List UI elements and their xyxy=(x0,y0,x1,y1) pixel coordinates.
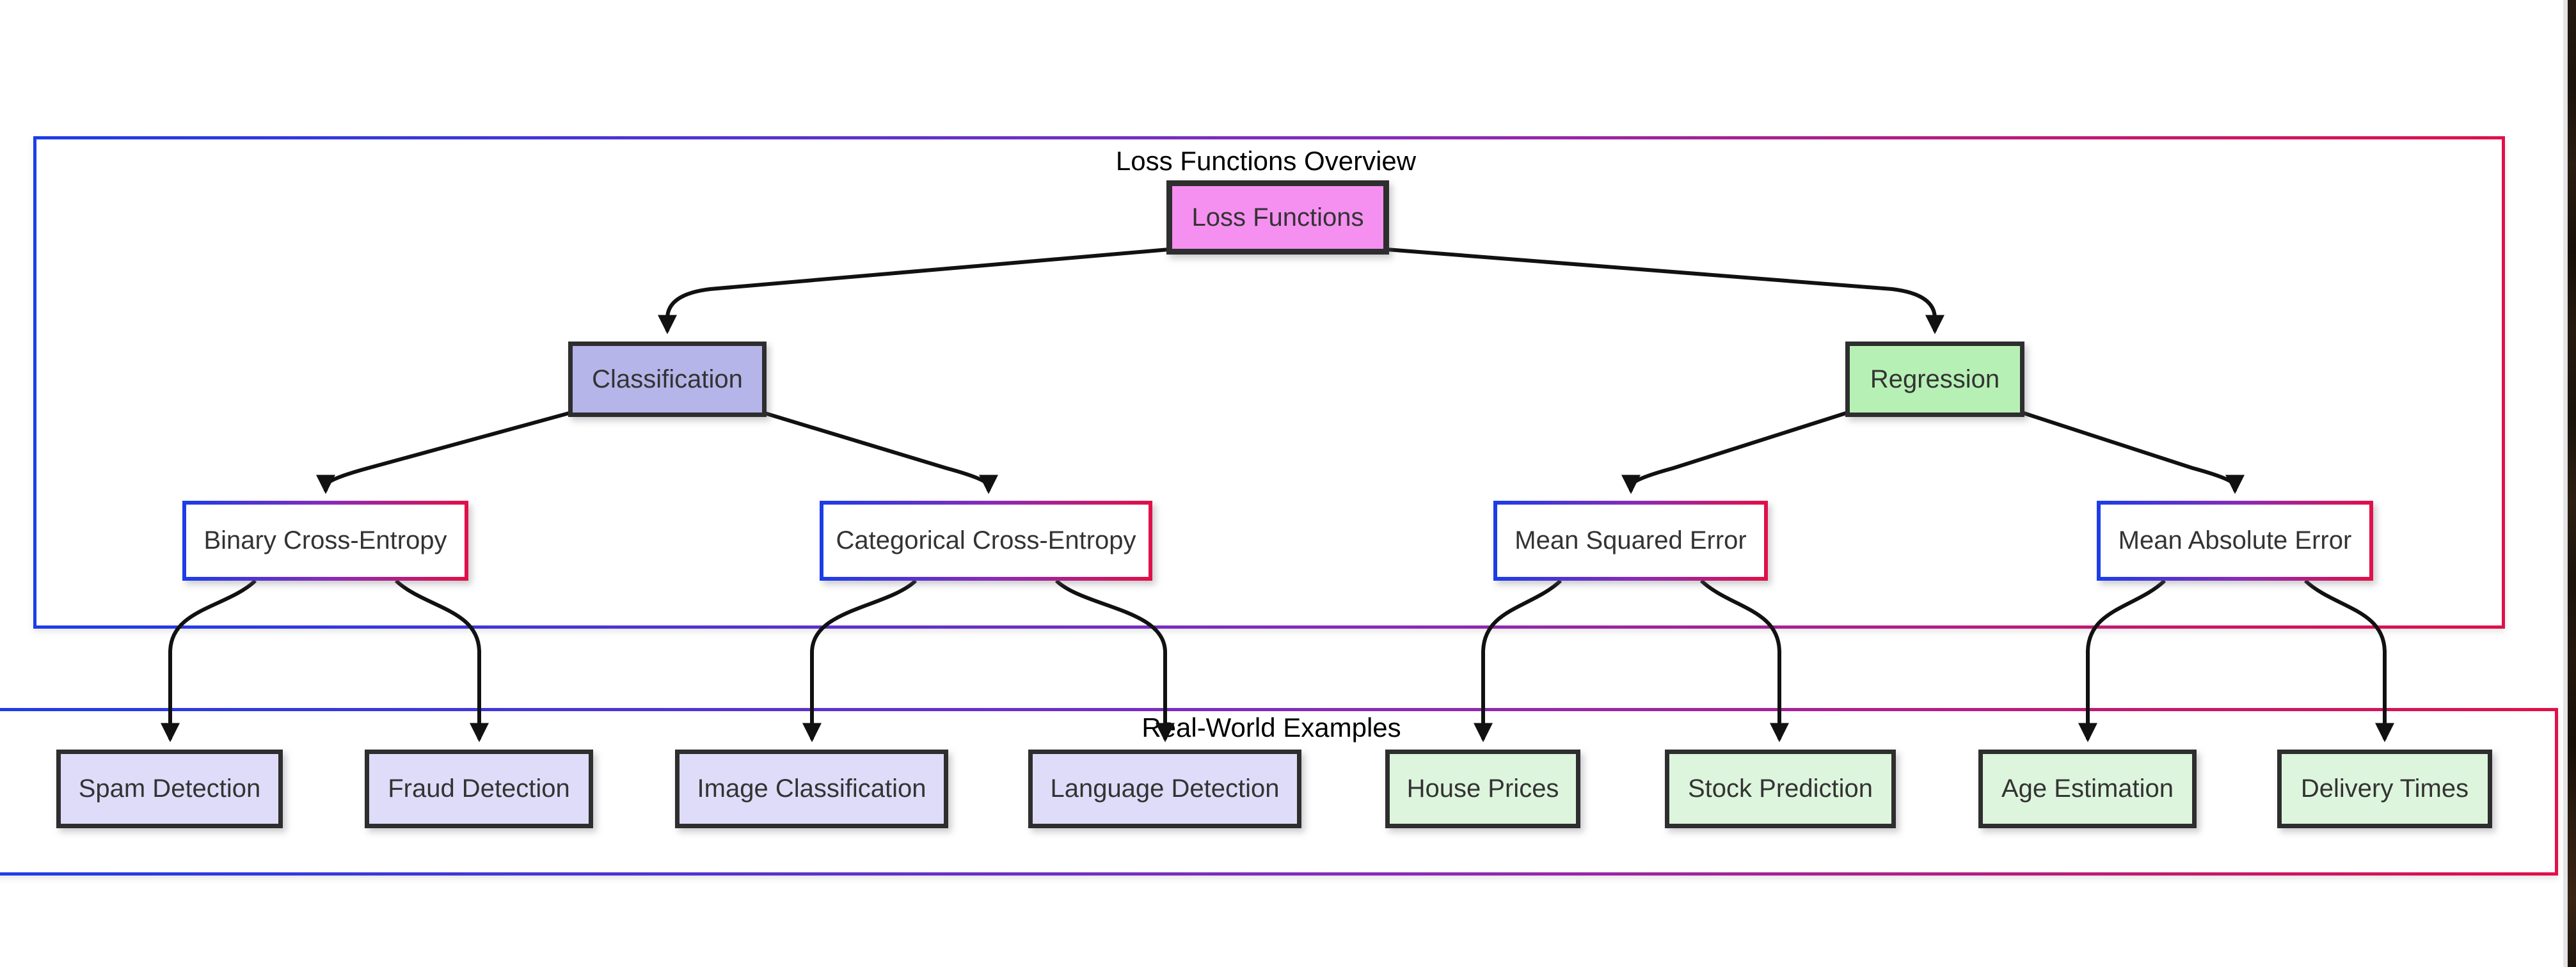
node-spam-detection: Spam Detection xyxy=(56,750,283,828)
node-language-detection-label: Language Detection xyxy=(1050,774,1280,803)
desktop-wallpaper-strip xyxy=(2568,0,2576,967)
node-mean-absolute-error: Mean Absolute Error xyxy=(2097,501,2373,581)
node-fraud-detection-label: Fraud Detection xyxy=(388,774,570,803)
examples-cluster-title: Real-World Examples xyxy=(1141,712,1401,743)
node-classification: Classification xyxy=(568,342,767,417)
node-house-prices: House Prices xyxy=(1385,750,1580,828)
node-stock-prediction-label: Stock Prediction xyxy=(1687,774,1873,803)
node-mean-squared-error: Mean Squared Error xyxy=(1493,501,1768,581)
window-edge-divider xyxy=(2563,0,2568,967)
node-house-prices-label: House Prices xyxy=(1406,774,1559,803)
node-binary-cross-entropy-label: Binary Cross-Entropy xyxy=(203,526,447,554)
node-loss-functions-label: Loss Functions xyxy=(1191,203,1364,232)
node-image-classification: Image Classification xyxy=(675,750,948,828)
node-loss-functions: Loss Functions xyxy=(1166,180,1389,255)
node-mean-absolute-error-label: Mean Absolute Error xyxy=(2118,526,2352,554)
node-mean-squared-error-label: Mean Squared Error xyxy=(1515,526,1747,554)
node-categorical-cross-entropy-label: Categorical Cross-Entropy xyxy=(836,526,1136,554)
node-stock-prediction: Stock Prediction xyxy=(1665,750,1896,828)
node-regression-label: Regression xyxy=(1870,365,2000,393)
node-binary-cross-entropy: Binary Cross-Entropy xyxy=(182,501,468,581)
node-language-detection: Language Detection xyxy=(1028,750,1301,828)
node-age-estimation-label: Age Estimation xyxy=(2001,774,2174,803)
node-delivery-times: Delivery Times xyxy=(2277,750,2492,828)
node-fraud-detection: Fraud Detection xyxy=(365,750,593,828)
node-image-classification-label: Image Classification xyxy=(697,774,926,803)
overview-cluster-title: Loss Functions Overview xyxy=(1115,146,1417,176)
node-categorical-cross-entropy: Categorical Cross-Entropy xyxy=(820,501,1152,581)
node-classification-label: Classification xyxy=(592,365,743,393)
node-spam-detection-label: Spam Detection xyxy=(78,774,261,803)
node-delivery-times-label: Delivery Times xyxy=(2300,774,2469,803)
node-age-estimation: Age Estimation xyxy=(1978,750,2197,828)
node-regression: Regression xyxy=(1845,342,2024,417)
